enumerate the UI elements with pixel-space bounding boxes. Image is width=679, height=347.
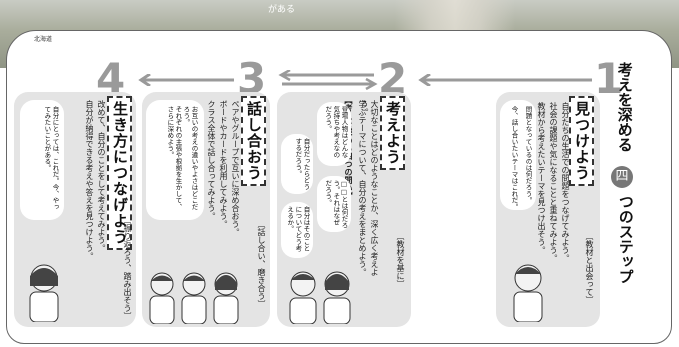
step2-line-2: 学ぶテーマについて、自分の考えをまとめよう。 xyxy=(358,100,367,276)
step3-card: 話し合おう ペアやグループで互いに深め合おう。 ボードやカードを利用してみよう。… xyxy=(142,92,270,327)
arrow-left-icon xyxy=(138,74,234,86)
step4-bubble: 自分にとっては、これだ。今、やってみたいことがある。 xyxy=(20,100,64,220)
step4-bubble-1: 自分にとっては、これだ。今、やってみたいことがある。 xyxy=(42,106,59,210)
step2-sub: 〔教材を基に〕 xyxy=(396,232,405,288)
step-number-1: 1 xyxy=(594,54,624,103)
step2-bubble-b: □□とは何だろう。それはなぜだろう。 xyxy=(317,176,351,232)
step3-heading: 話し合おう xyxy=(241,96,266,186)
step4-card: 生き方につなげよう 改めて、自分のことをして考えてみよう。 自分が納得できる考え… xyxy=(14,92,136,327)
step1-card: 見つけよう 自分たちの生活での問題をつなげてみよう。 社会の課題や気になることと… xyxy=(496,92,600,327)
side-title-b: つのステップ xyxy=(616,194,635,284)
step4-sub: 〔振り返ろう、踏み出そう〕 xyxy=(123,216,132,320)
step1-heading: 見つけよう xyxy=(569,96,594,186)
step2-bubble-3: 自分だったらどうするだろう。 xyxy=(293,138,310,190)
step3-bubble: お互いの考えの違いやよさはどこだろう。 それぞれの主張や根拠を生かして、さらに深… xyxy=(146,100,204,220)
step3-bubble-1: お互いの考えの違いやよさはどこだろう。 xyxy=(181,106,198,210)
step1-line-1: 自分たちの生活での問題をつなげてみよう。 xyxy=(561,102,570,262)
step2-bubble-a: 登場人物はどんな気持ちや考えなのだろう。 xyxy=(317,102,351,166)
step2-bubble-1: 登場人物はどんな気持ちや考えなのだろう。 xyxy=(323,106,348,158)
step4-heading: 生き方につなげよう xyxy=(107,96,132,250)
step1-sub: 〔教材と出会って〕 xyxy=(585,232,594,304)
step2-bubble-2: □□とは何だろう。それはなぜだろう。 xyxy=(323,180,348,229)
step3-bubble-2: それぞれの主張や根拠を生かして、さらに深めよう。 xyxy=(165,106,182,210)
students-illustration xyxy=(289,271,351,324)
girl-illustration xyxy=(29,264,59,322)
photo-caption: がある xyxy=(268,5,296,15)
region-label: 北海道 xyxy=(34,36,53,43)
four-circle-badge: 四 xyxy=(611,166,633,188)
step1-bubble-2: 今、話し合いたいテーマはこれだ。 xyxy=(510,106,518,210)
step2-line-1: 大切なことはどのようなことか、深く広く考えよう。 xyxy=(360,100,379,276)
step3-sub: 〔話し合い、磨き合う〕 xyxy=(257,220,266,308)
double-arrow-icon xyxy=(278,70,378,90)
step2-card: 考えよう 大切なことはどのようなことか、深く広く考えよう。 学ぶテーマについて、… xyxy=(277,92,411,327)
step1-bubble-1: 問題となっているのは何だろう。 xyxy=(524,106,532,204)
step2-bubble-c: 自分だったらどうするだろう。 xyxy=(281,134,313,194)
step3-line-1: ペアやグループで互いに深め合おう。 xyxy=(231,100,240,236)
arrow-left-icon-2 xyxy=(418,74,592,86)
step2-bubble-4: 自分はそのことについてどう考えるか。 xyxy=(285,206,310,252)
step2-heading: 考えよう xyxy=(380,96,405,170)
side-title: 考えを深める xyxy=(615,62,634,156)
student-illustration xyxy=(513,264,543,322)
step3-line-3: クラス全体で話し合ってみよう。 xyxy=(207,100,216,220)
step1-line-3: 教材から考えたいテーマを見つけ出そう。 xyxy=(537,102,546,254)
step1-line-2: 社会の課題や気になることと重ねてみよう。 xyxy=(549,102,558,262)
step3-line-2: ボードやカードを利用してみよう。 xyxy=(219,100,228,228)
step2-bubble-d: 自分はそのことについてどう考えるか。 xyxy=(281,202,313,258)
step4-line-1: 改めて、自分のことをして考えてみよう。 xyxy=(97,100,106,252)
group-illustration xyxy=(149,272,239,324)
step1-bubble: 問題となっているのは何だろう。 今、話し合いたいテーマはこれだ。 xyxy=(500,100,536,210)
step4-line-2: 自分が納得できる考えや答えを見つけよう。 xyxy=(85,100,94,260)
side-title-a: 考えを深める xyxy=(615,62,634,152)
